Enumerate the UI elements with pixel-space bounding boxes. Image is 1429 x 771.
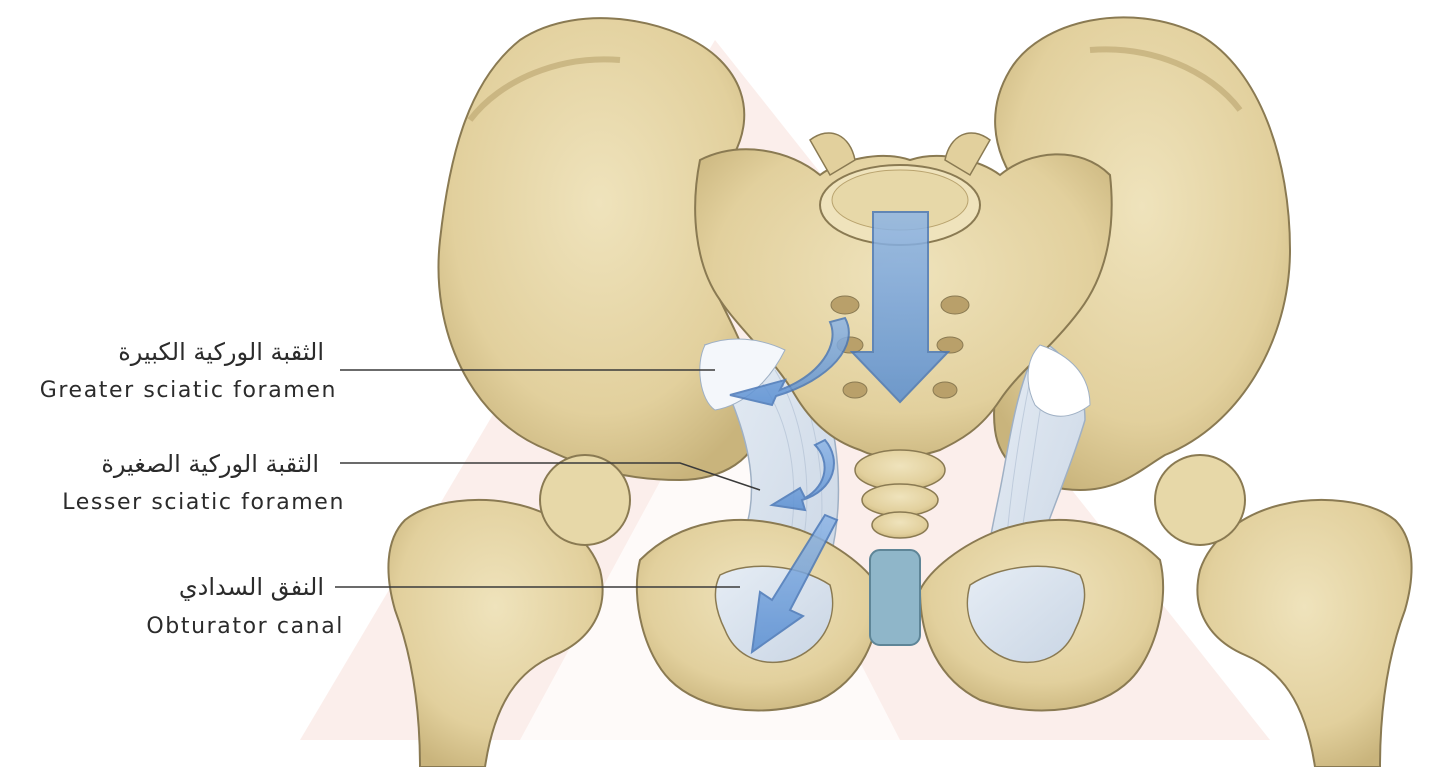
lesser-sciatic-label-en: Lesser sciatic foramen [62,492,345,514]
obturator-canal-label-ar: النفق السدادي [179,575,324,599]
left-femoral-head [540,455,630,545]
obturator-canal-label-en: Obturator canal [146,616,344,638]
greater-sciatic-label-en: Greater sciatic foramen [40,380,337,402]
pubic-symphysis [870,550,920,645]
greater-sciatic-label-ar: الثقبة الوركية الكبيرة [118,340,324,364]
lesser-sciatic-label-ar: الثقبة الوركية الصغيرة [101,452,319,476]
right-femoral-head [1155,455,1245,545]
